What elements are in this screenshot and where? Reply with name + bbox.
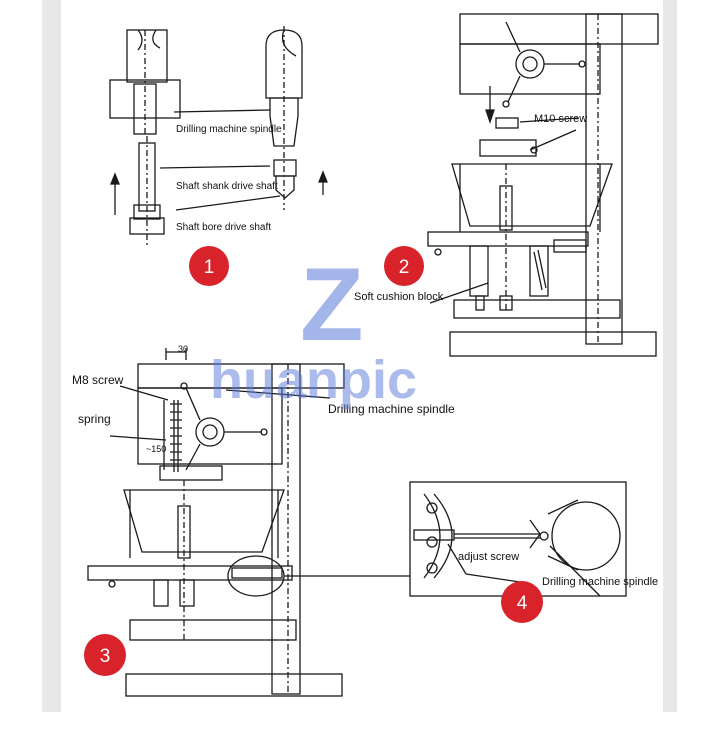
badge-3-number: 3 <box>100 646 111 667</box>
badge-4: 4 <box>501 581 543 623</box>
badge-2: 2 <box>384 246 424 286</box>
watermark-letter: Z <box>300 247 364 363</box>
label-p2-cushion: Soft cushion block <box>354 291 444 303</box>
panel-2-drill-press-top <box>427 13 659 357</box>
panel-1-spindle-coupling <box>109 26 328 245</box>
label-p2-screw: M10 screw <box>534 113 587 125</box>
label-p3-dim150: ~150 <box>146 444 166 454</box>
panel-3-drill-press-spring <box>87 348 410 697</box>
right-margin-band <box>663 0 677 712</box>
badge-1: 1 <box>189 246 229 286</box>
label-p1-bore: Shaft bore drive shaft <box>176 222 271 233</box>
label-p4-spindle: Drilling machine spindle <box>542 576 658 588</box>
badge-2-number: 2 <box>399 257 410 278</box>
badge-3: 3 <box>84 634 126 676</box>
label-p1-shank: Shaft shank drive shaft <box>176 181 278 192</box>
label-p3-dim30: 30 <box>178 344 188 354</box>
watermark-text: huanpic <box>210 350 417 410</box>
label-p3-spindle: Drilling machine spindle <box>328 402 455 416</box>
badge-4-number: 4 <box>517 593 528 614</box>
label-p1-spindle: Drilling machine spindle <box>176 124 282 135</box>
label-p4-adjust: adjust screw <box>458 551 519 563</box>
label-p3-screw: M8 screw <box>72 373 124 387</box>
label-p3-spring: spring <box>78 412 111 426</box>
badge-1-number: 1 <box>204 257 215 278</box>
left-margin-band <box>42 0 61 712</box>
